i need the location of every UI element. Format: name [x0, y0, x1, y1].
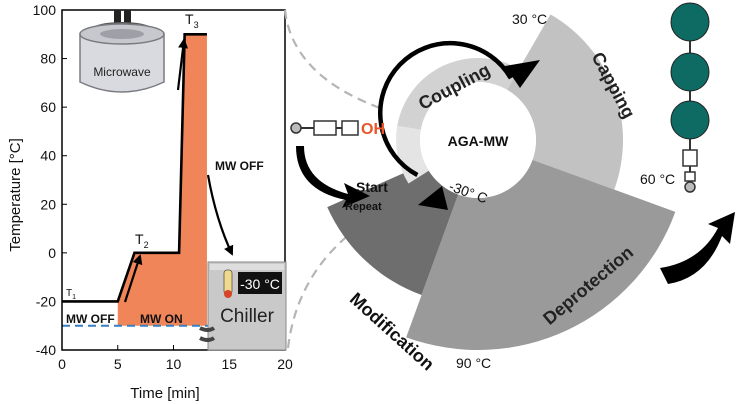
microwave-device: Microwave — [79, 10, 165, 93]
point-label-t1: T1 — [66, 288, 76, 301]
cycle-arrowhead-bottom — [418, 186, 448, 210]
x-tick-label: 5 — [114, 356, 122, 372]
cycle-center-label: AGA-MW — [448, 133, 509, 149]
y-tick-label: 20 — [40, 196, 56, 212]
monomer-1 — [670, 2, 710, 42]
x-tick-label: 10 — [166, 356, 182, 372]
y-tick-label: -20 — [36, 293, 56, 309]
microwave-label: Microwave — [93, 65, 151, 79]
temp-label-90: 90 °C — [456, 355, 491, 371]
start-arrow — [296, 146, 370, 208]
point-label-t2: T2 — [135, 231, 149, 250]
oh-label: OH — [361, 121, 385, 138]
x-tick-label: 0 — [58, 356, 66, 372]
y-tick-label: 0 — [48, 245, 56, 261]
cycle-ring — [377, 40, 513, 177]
chiller-device: -30 °C Chiller — [199, 261, 287, 351]
mw-off-left-label: MW OFF — [66, 312, 115, 326]
y-tick-label: 100 — [33, 2, 57, 18]
x-axis-label: Time [min] — [130, 385, 199, 402]
heating-arrow-t3 — [176, 38, 189, 91]
cycle-center — [420, 82, 536, 198]
repeat-label: Repeat — [345, 201, 382, 213]
cooling-arrow — [206, 174, 234, 256]
x-tick-label: 20 — [277, 356, 293, 372]
heating-arrow-t2 — [123, 254, 143, 303]
monomer-2 — [670, 52, 710, 92]
mw-off-top-label: MW OFF — [215, 159, 264, 173]
connector-curve-upper — [283, 9, 381, 110]
y-tick-label: 60 — [40, 99, 56, 115]
y-axis-ticks: -40 -20 0 20 40 60 80 100 — [33, 2, 67, 358]
coupling-sector — [397, 58, 519, 130]
start-label: Start — [356, 179, 388, 195]
cycle-arrowhead-top — [505, 60, 540, 88]
point-label-t3: T3 — [185, 11, 199, 30]
chiller-display: -30 °C — [240, 276, 280, 292]
capping-sector — [507, 14, 623, 190]
temperature-profile-chart: 0 5 10 15 20 -40 -20 0 20 40 60 80 100 Time [min] T… — [7, 2, 293, 402]
y-axis-label: Temperature [°C] — [7, 138, 24, 252]
y-tick-label: -40 — [36, 342, 56, 358]
temp-label-30: 30 °C — [512, 11, 547, 27]
deprotection-sector — [406, 159, 676, 351]
y-tick-label: 80 — [40, 51, 56, 67]
mw-on-label: MW ON — [140, 312, 183, 326]
temp-label-60: 60 °C — [640, 171, 675, 187]
y-tick-label: 40 — [40, 148, 56, 164]
x-tick-label: 15 — [221, 356, 237, 372]
product-arrow — [660, 212, 735, 284]
chiller-label: Chiller — [220, 306, 275, 327]
temperature-profile-line — [62, 32, 207, 303]
monomer-3 — [670, 100, 710, 140]
resin-linker-oh: OH — [290, 120, 385, 138]
product-oligosaccharide — [670, 2, 710, 193]
cooling-sector — [396, 125, 429, 184]
